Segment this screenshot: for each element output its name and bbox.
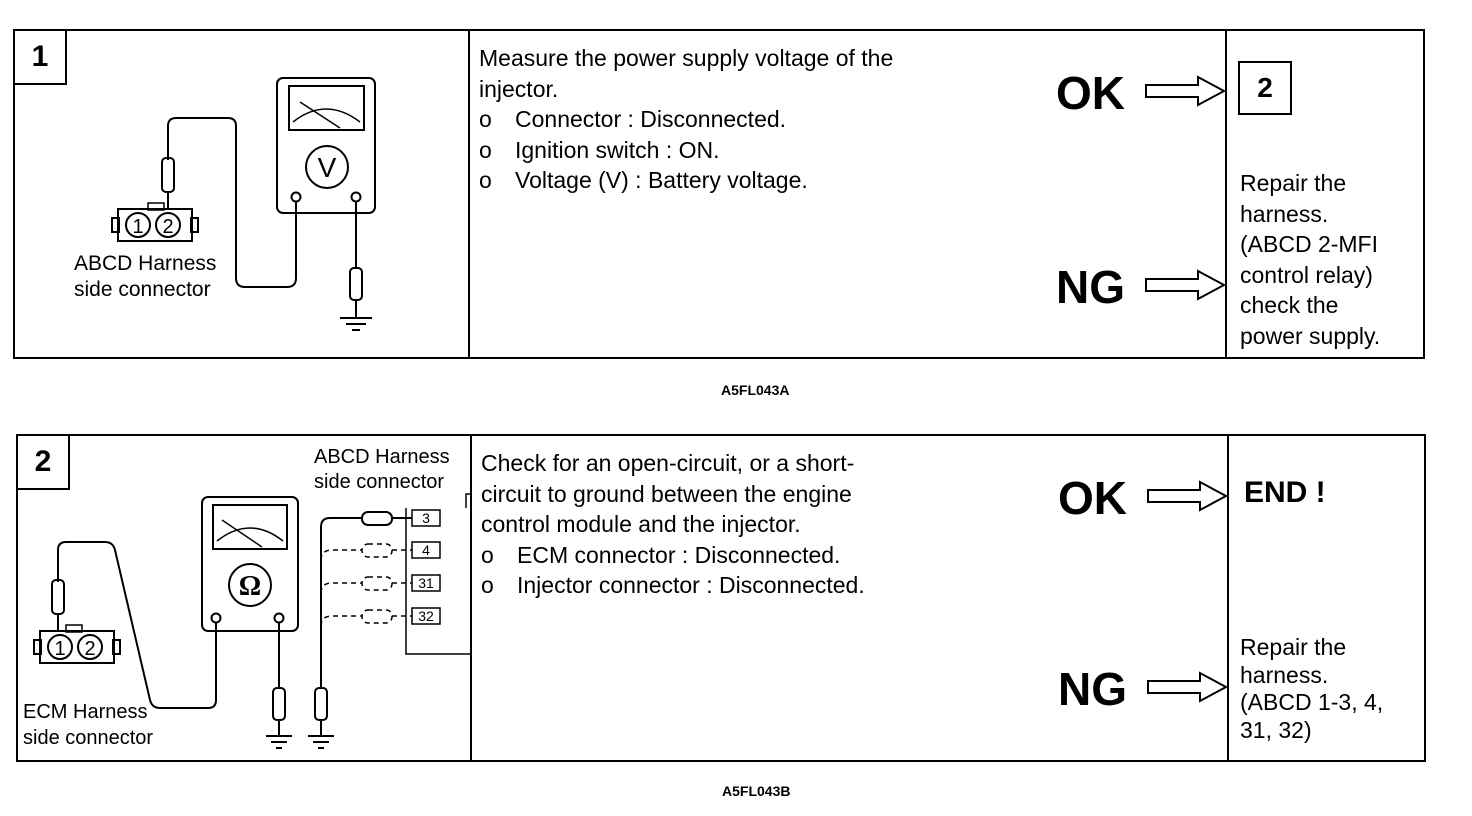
connector-pin-2: 2: [84, 638, 95, 660]
step1-diagram: V 1 2: [111, 77, 376, 331]
step2-number: 2: [18, 436, 70, 490]
step1-ng-label: NG: [1056, 261, 1125, 313]
step2-panel: [16, 434, 1426, 762]
meter-display: [288, 85, 365, 131]
step2-divider-right: [1227, 434, 1229, 762]
step1-ng-action: Repair the harness. (ABCD 2-MFI control …: [1240, 170, 1381, 349]
step2-ng-arrow-icon: [1147, 671, 1229, 703]
step1-panel: [13, 29, 1425, 359]
step1-ng-arrow-icon: [1145, 269, 1227, 301]
instruction-line: Measure the power supply voltage of the: [479, 45, 894, 71]
step1-figure-code: A5FL043A: [721, 382, 790, 398]
step2-ecm-connector-label: ECM Harness side connector: [23, 701, 154, 749]
terminal-label: 4: [422, 542, 430, 558]
step2-ok-label: OK: [1058, 472, 1127, 524]
step2-ng-action: Repair the harness. (ABCD 1-3, 4, 31, 32…: [1240, 634, 1384, 743]
meter-dial: [305, 145, 349, 189]
connector-pin-1: 1: [54, 638, 65, 660]
step2-ng-label: NG: [1058, 663, 1127, 715]
terminal-label: 3: [422, 510, 430, 526]
meter-display: [212, 504, 288, 550]
terminal-label: 32: [418, 608, 434, 624]
step1-divider-right: [1225, 29, 1227, 359]
terminal-3: [411, 509, 441, 527]
instruction-line: Check for an open-circuit, or a short-: [481, 450, 855, 476]
terminal-4: [411, 541, 441, 559]
instruction-line: circuit to ground between the engine: [481, 480, 852, 507]
meter-symbol: V: [318, 152, 337, 183]
step2-figure-code: A5FL043B: [722, 783, 791, 799]
step1-divider-left: [468, 29, 470, 359]
step1-number: 1: [15, 31, 67, 85]
step1-connector-label: ABCD Harness side connector: [74, 252, 217, 301]
meter-dial: [228, 563, 272, 607]
step2-abcd-connector-label: ABCD Harness side connector: [314, 446, 450, 493]
terminal-31: [411, 574, 441, 592]
terminal-label: 31: [418, 575, 434, 591]
step1-ok-arrow-icon: [1145, 75, 1227, 107]
step2-ok-arrow-icon: [1147, 480, 1229, 512]
voltmeter: [276, 77, 376, 214]
step2-divider-left: [470, 434, 472, 762]
instruction-line: injector.: [479, 75, 559, 102]
terminal-32: [411, 607, 441, 625]
meter-symbol: Ω: [239, 571, 261, 602]
ohmmeter: [201, 496, 299, 632]
step1-ok-label: OK: [1056, 67, 1125, 119]
step2-end-result: END !: [1244, 476, 1326, 509]
instruction-line: control module and the injector.: [481, 511, 801, 537]
step2-instructions: Check for an open-circuit, or a short- c…: [481, 448, 865, 601]
step2-diagram: Ω 1 2 3 4 31 32: [33, 493, 470, 749]
connector-pin-2: 2: [162, 216, 173, 238]
connector-pin-1: 1: [132, 216, 143, 238]
step1-instructions: Measure the power supply voltage of the …: [479, 43, 893, 196]
step1-next-step: 2: [1238, 61, 1292, 115]
